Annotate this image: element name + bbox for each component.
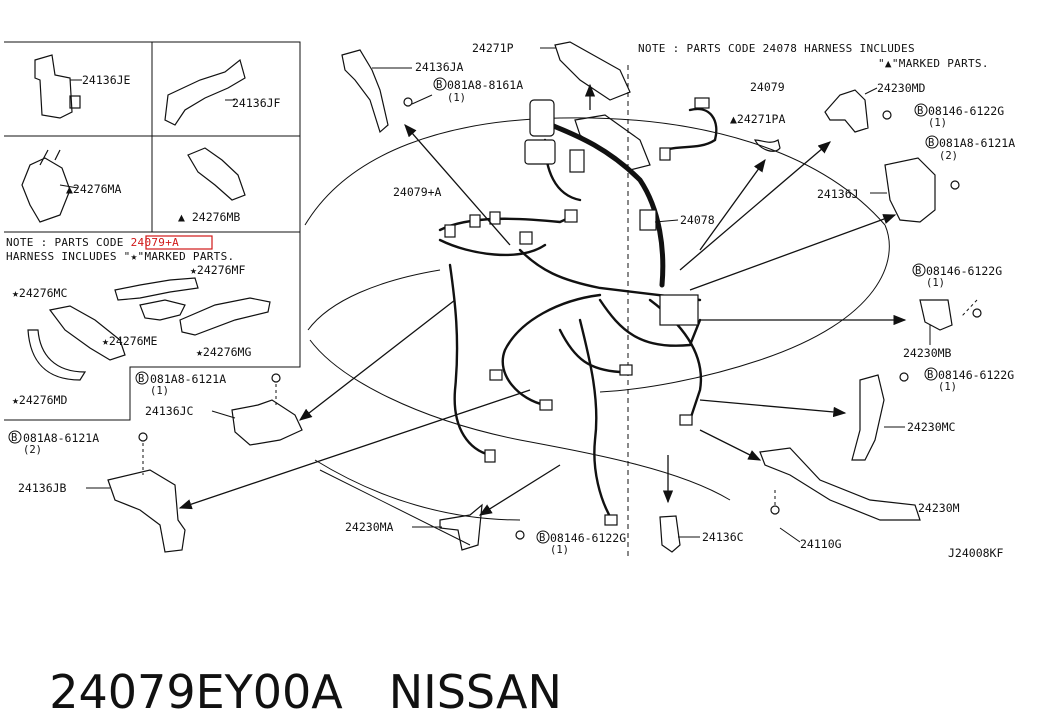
note-24079a-line2: HARNESS INCLUDES "★"MARKED PARTS.	[6, 250, 234, 263]
label-24271P: 24271P	[472, 41, 514, 55]
label-24136JE: 24136JE	[82, 73, 131, 87]
callout-arrows	[178, 83, 907, 516]
qty-081A8-6121A-c: (2)	[23, 444, 42, 456]
note-24079a-highlight-code: 24079+A	[131, 236, 180, 249]
label-24136J: 24136J	[817, 187, 859, 201]
bolt-b-icon	[8, 430, 22, 444]
label-08146-6122G-b: 08146-6122G	[926, 264, 1002, 278]
bolt-callout-081A8-6121A-a: B 081A8-6121A (2)	[925, 135, 1015, 162]
qty-08146-6122G-b: (1)	[926, 277, 945, 289]
inset-part-sketches	[21, 54, 271, 381]
label-24276MA: ▲24276MA	[66, 182, 121, 196]
label-24078: 24078	[680, 213, 715, 227]
note-24079a-line1: NOTE : PARTS CODE 24079+A	[6, 236, 179, 249]
bolt-b-letter: B	[11, 432, 17, 444]
part-number: 24079EY00A	[49, 665, 343, 719]
qty-081A8-8161A: (1)	[447, 92, 466, 104]
label-081A8-6121A-c: 081A8-6121A	[23, 431, 99, 445]
qty-08146-6122G-a: (1)	[928, 117, 947, 129]
bolt-callout-08146-6122G-b: B 08146-6122G (1)	[912, 263, 1002, 289]
highlight-box	[145, 235, 213, 250]
label-24230MB: 24230MB	[903, 346, 952, 360]
bolt-b-letter: B	[138, 373, 144, 385]
qty-081A8-6121A-a: (2)	[939, 150, 958, 162]
bolt-b-icon	[925, 135, 939, 149]
bolt-sketches	[138, 97, 982, 540]
bolt-callout-081A8-6121A-c: B 081A8-6121A (2)	[8, 430, 99, 456]
label-08146-6122G-c: 08146-6122G	[938, 368, 1014, 382]
parts-diagram: NOTE : PARTS CODE 24078 HARNESS INCLUDES…	[4, 41, 1015, 560]
label-24136JA: 24136JA	[415, 60, 464, 74]
qty-08146-6122G-d: (1)	[550, 544, 569, 556]
label-24276MC: ★24276MC	[12, 286, 67, 300]
bolt-callout-081A8-6121A-b: B 081A8-6121A (1)	[135, 371, 226, 397]
bolt-b-letter: B	[917, 105, 923, 117]
brand-name: NISSAN	[388, 665, 562, 719]
bolt-callout-08146-6122G-c: B 08146-6122G (1)	[924, 367, 1014, 393]
note-24078-line2: "▲"MARKED PARTS.	[878, 57, 989, 70]
bolt-b-letter: B	[915, 265, 921, 277]
part-footer: 24079EY00A NISSAN	[20, 596, 1020, 719]
bracket-sketches	[107, 41, 953, 553]
bolt-b-letter: B	[928, 137, 934, 149]
label-24276MD: ★24276MD	[12, 393, 67, 407]
bolt-callout-08146-6122G-d: B 08146-6122G (1)	[536, 530, 626, 556]
label-24230MC: 24230MC	[907, 420, 956, 434]
bolt-b-icon	[536, 530, 550, 544]
label-081A8-8161A: 081A8-8161A	[447, 78, 523, 92]
note-24078-line1: NOTE : PARTS CODE 24078 HARNESS INCLUDES	[638, 42, 915, 55]
label-24136JC: 24136JC	[145, 404, 194, 418]
label-24136JB: 24136JB	[18, 481, 67, 495]
bolt-b-letter: B	[539, 532, 545, 544]
label-24276MB: ▲ 24276MB	[178, 210, 240, 224]
bolt-b-icon	[914, 103, 928, 117]
label-24079-A: 24079+A	[393, 185, 442, 199]
inset-panels	[4, 41, 301, 421]
bolt-callout-08146-6122G-a: B 08146-6122G (1)	[914, 103, 1004, 129]
bolt-b-icon	[924, 367, 938, 381]
label-24230MD: 24230MD	[877, 81, 926, 95]
note-24079a-prefix: NOTE : PARTS CODE	[6, 236, 131, 249]
diagram-code: J24008KF	[948, 546, 1003, 560]
label-24136C: 24136C	[702, 530, 744, 544]
harness-connectors	[444, 97, 710, 526]
label-24110G: 24110G	[800, 537, 842, 551]
label-24276MF: ★24276MF	[190, 263, 245, 277]
label-24276MG: ★24276MG	[196, 345, 251, 359]
pointer-lines	[59, 47, 931, 543]
bolt-b-letter: B	[927, 369, 933, 381]
label-081A8-6121A-b: 081A8-6121A	[150, 372, 226, 386]
exploded-view-drawing: NOTE : PARTS CODE 24078 HARNESS INCLUDES…	[4, 41, 1015, 560]
label-081A8-6121A-a: 081A8-6121A	[939, 136, 1015, 150]
label-24271PA: ▲24271PA	[730, 112, 785, 126]
label-24136JF: 24136JF	[232, 96, 281, 110]
label-08146-6122G-d: 08146-6122G	[550, 531, 626, 545]
qty-081A8-6121A-b: (1)	[150, 385, 169, 397]
label-24276ME: ★24276ME	[102, 334, 157, 348]
bolt-b-icon	[912, 263, 926, 277]
label-08146-6122G-a: 08146-6122G	[928, 104, 1004, 118]
bolt-b-icon	[433, 77, 447, 91]
bolt-b-letter: B	[436, 79, 442, 91]
label-24079: 24079	[750, 80, 785, 94]
label-24230MA: 24230MA	[345, 520, 394, 534]
vehicle-body-outline	[304, 65, 890, 560]
label-24230M: 24230M	[918, 501, 960, 515]
bolt-callout-081A8-8161A: B 081A8-8161A (1)	[433, 77, 523, 104]
qty-08146-6122G-c: (1)	[938, 381, 957, 393]
bolt-guide-lines	[142, 299, 978, 505]
bolt-b-icon	[135, 371, 149, 385]
